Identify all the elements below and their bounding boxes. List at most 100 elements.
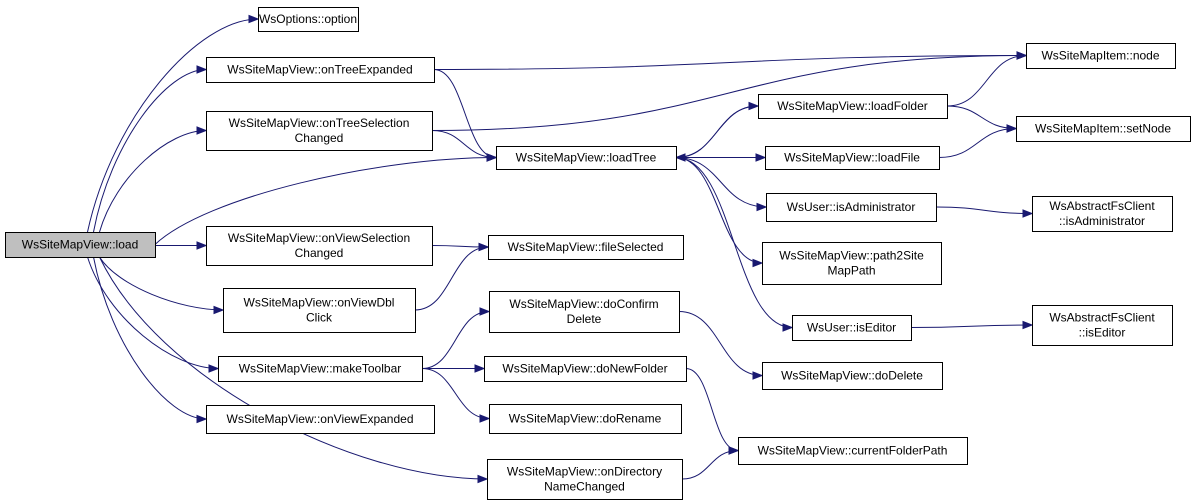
node-box (792, 315, 912, 341)
arrowhead-on-view-selection-changed (196, 241, 208, 250)
node-label: WsSiteMapView::loadFile (784, 151, 920, 165)
node-do-delete[interactable]: WsSiteMapView::doDelete (762, 362, 943, 390)
node-load-tree[interactable]: WsSiteMapView::loadTree (496, 146, 677, 170)
node-box (223, 288, 416, 333)
nodes-layer: WsSiteMapView::load WsOptions::optionWsSi… (5, 7, 1191, 500)
edge-on-tree-expanded-to-node (433, 55, 1027, 70)
edge-load-folder-to-node (946, 55, 1027, 107)
node-box (1016, 116, 1191, 142)
node-current-folder-path[interactable]: WsSiteMapView::currentFolderPath (738, 437, 968, 465)
node-option[interactable]: WsOptions::option (258, 7, 359, 32)
arrowhead-load-file (755, 153, 767, 162)
arrowhead-user-is-editor (782, 323, 794, 332)
node-user-is-editor[interactable]: WsUser::isEditor (792, 315, 912, 341)
node-label: WsSiteMapView::currentFolderPath (758, 444, 948, 458)
edge-on-view-dbl-click-to-file-selected (414, 246, 489, 311)
node-load-folder[interactable]: WsSiteMapView::loadFolder (758, 94, 948, 119)
node-label: WsUser::isEditor (807, 321, 896, 335)
node-node[interactable]: WsSiteMapItem::node (1026, 43, 1176, 69)
node-label: WsSiteMapView::onViewSelection (228, 231, 410, 245)
node-load[interactable]: WsSiteMapView::load (5, 232, 156, 258)
edge-load-to-load-tree (154, 157, 497, 245)
node-box (489, 404, 682, 434)
node-user-is-administrator[interactable]: WsUser::isAdministrator (766, 193, 937, 222)
node-fs-is-administrator[interactable]: WsAbstractFsClient::isAdministrator (1032, 196, 1173, 232)
node-label: WsSiteMapView::onTreeExpanded (227, 63, 412, 77)
node-box (484, 356, 687, 382)
node-box (206, 57, 435, 83)
arrowhead-do-rename (479, 414, 491, 423)
arrowhead-on-directory-name-changed (477, 474, 489, 484)
arrowhead-make-toolbar (208, 364, 220, 373)
node-label: WsUser::isAdministrator (787, 200, 916, 214)
node-label: WsSiteMapView::onDirectory (507, 465, 662, 479)
node-box (738, 437, 968, 465)
node-box (766, 193, 937, 222)
arrowhead-fs-is-editor (1022, 320, 1034, 330)
node-label: WsSiteMapView::doNewFolder (502, 362, 667, 376)
node-make-toolbar[interactable]: WsSiteMapView::makeToolbar (218, 356, 423, 382)
arrowhead-file-selected (478, 242, 490, 252)
arrowhead-do-confirm-delete (479, 307, 491, 316)
edge-load-tree-to-user-is-editor (675, 157, 793, 328)
node-box (1032, 305, 1173, 346)
node-label: WsSiteMapView::onViewExpanded (227, 412, 414, 426)
node-label: MapPath (827, 264, 875, 278)
node-box (206, 405, 435, 434)
node-label: Changed (295, 131, 344, 145)
node-label: WsSiteMapView::doConfirm (509, 297, 658, 311)
edge-load-to-on-tree-selection-changed (99, 130, 207, 233)
node-load-file[interactable]: WsSiteMapView::loadFile (765, 146, 940, 170)
node-set-node[interactable]: WsSiteMapItem::setNode (1016, 116, 1191, 142)
node-do-rename[interactable]: WsSiteMapView::doRename (489, 404, 682, 434)
node-do-new-folder[interactable]: WsSiteMapView::doNewFolder (484, 356, 687, 382)
arrowhead-user-is-administrator (756, 202, 768, 212)
arrowhead-node (1016, 51, 1028, 60)
node-on-tree-expanded[interactable]: WsSiteMapView::onTreeExpanded (206, 57, 435, 83)
arrowhead-on-view-expanded (196, 414, 208, 424)
edge-load-file-to-set-node (938, 128, 1017, 158)
node-box (496, 146, 677, 170)
node-box (762, 242, 942, 285)
node-box (258, 7, 359, 32)
arrowhead-option (248, 14, 260, 24)
node-label: NameChanged (544, 480, 625, 494)
node-box (488, 235, 684, 260)
edge-on-directory-name-changed-to-current-folder-path (681, 450, 739, 480)
edge-load-to-on-view-expanded (93, 256, 207, 420)
arrowhead-set-node (1006, 124, 1018, 133)
node-label: WsSiteMapView::loadTree (516, 151, 657, 165)
edge-load-tree-to-path-2-site-map-path (675, 157, 763, 264)
node-box (489, 291, 680, 333)
node-label: WsSiteMapView::makeToolbar (239, 362, 402, 376)
edge-on-tree-selection-changed-to-load-tree (431, 130, 497, 158)
node-box (206, 226, 433, 266)
edge-load-to-make-toolbar (87, 256, 219, 369)
node-on-view-expanded[interactable]: WsSiteMapView::onViewExpanded (206, 405, 435, 434)
node-label: Delete (567, 312, 602, 326)
node-file-selected[interactable]: WsSiteMapView::fileSelected (488, 235, 684, 260)
edge-load-to-option (87, 18, 259, 233)
node-box (487, 459, 683, 500)
node-label: WsSiteMapView::doRename (509, 412, 662, 426)
node-label: WsSiteMapItem::setNode (1035, 122, 1171, 136)
edge-user-is-editor-to-fs-is-editor (910, 324, 1033, 328)
node-fs-is-editor[interactable]: WsAbstractFsClient::isEditor (1032, 305, 1173, 346)
node-label: Click (306, 311, 333, 325)
arrowhead-do-new-folder (474, 364, 486, 373)
arrowhead-do-delete (752, 371, 764, 380)
node-box (1026, 43, 1176, 69)
node-label: WsOptions::option (259, 12, 357, 26)
edge-load-to-on-tree-expanded (93, 69, 207, 233)
edge-make-toolbar-to-do-confirm-delete (421, 311, 490, 369)
arrowhead-on-tree-expanded (196, 65, 208, 74)
node-label: WsSiteMapItem::node (1041, 49, 1159, 63)
arrowhead-path-2-site-map-path (752, 258, 764, 268)
node-label: WsSiteMapView::doDelete (781, 369, 923, 383)
